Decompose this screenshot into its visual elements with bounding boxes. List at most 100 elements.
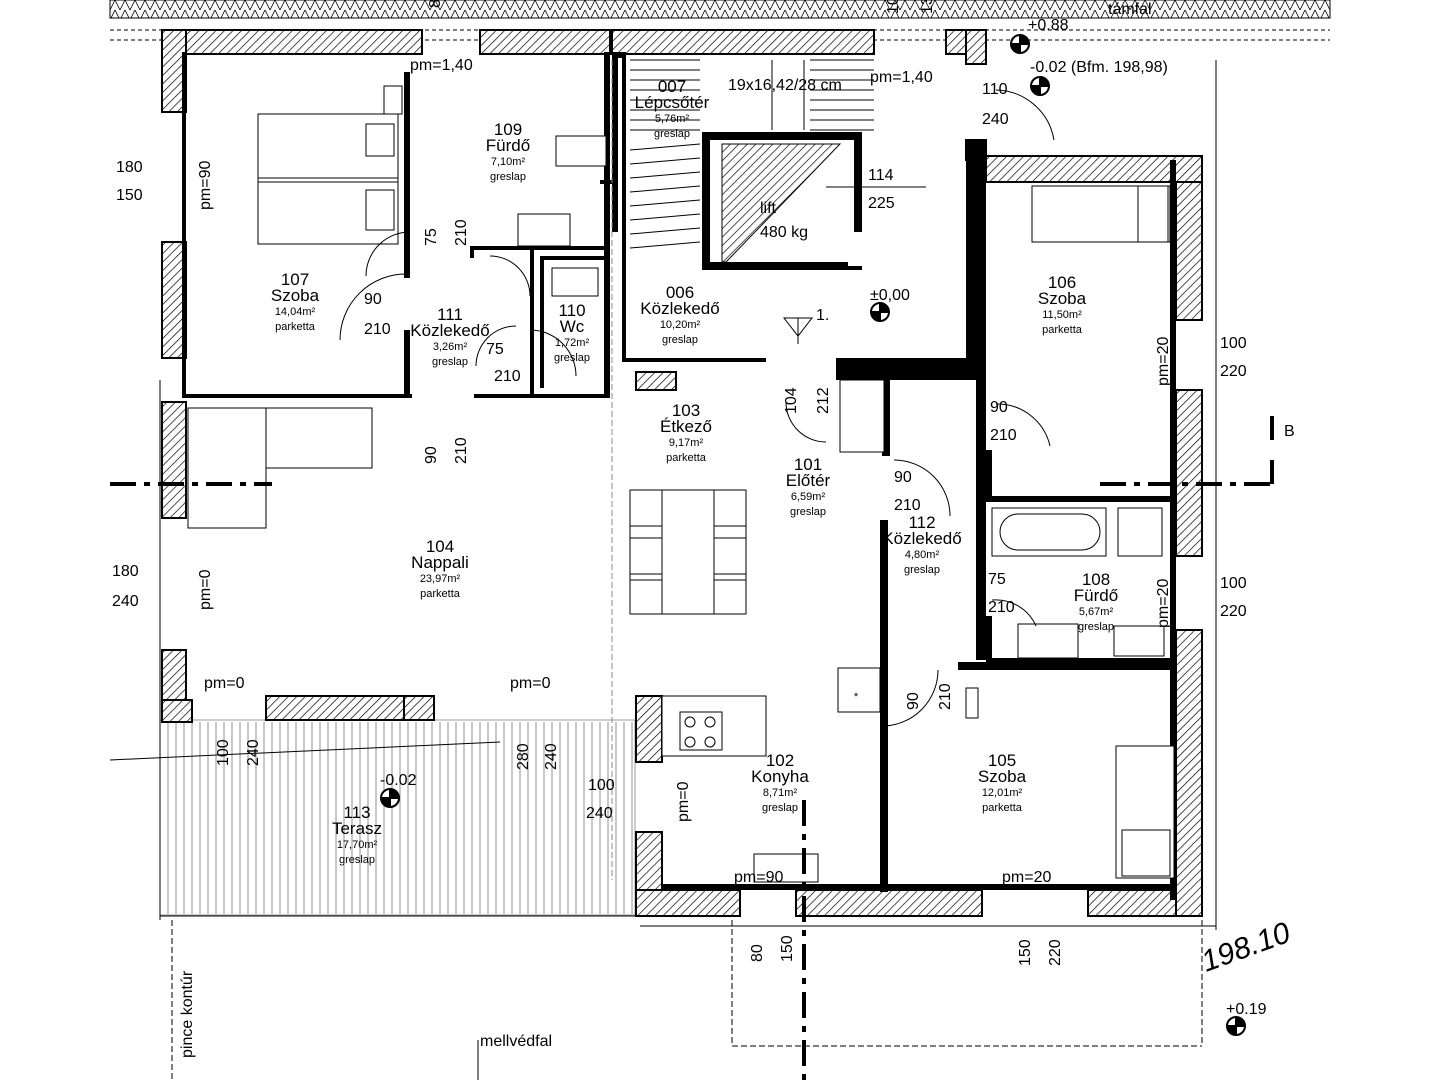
dimension-label: pm=90: [197, 161, 214, 210]
dimension-label: 150: [116, 187, 143, 204]
dimension-label: 240: [982, 111, 1009, 128]
room-name: Előtér: [786, 471, 831, 490]
dimension-label: 90: [423, 446, 440, 464]
dimension-label: 212: [815, 387, 832, 414]
dimension-label: 100: [1220, 575, 1247, 592]
dimension-label: pm=0: [510, 675, 551, 692]
dimension-label: pm=0: [197, 569, 214, 610]
room-labels: 107Szoba14,04m²parketta109Fürdő7,10m²gre…: [271, 77, 1118, 866]
dimension-label: 180: [112, 563, 139, 580]
room-number: 106: [1048, 273, 1076, 292]
level-088: +0.88: [1028, 17, 1069, 34]
room-floor: greslap: [490, 171, 526, 183]
room-name: Konyha: [751, 767, 809, 786]
room-name: Közlekedő: [640, 299, 719, 318]
section-b-label: B: [1284, 423, 1295, 440]
room-number: 108: [1082, 570, 1110, 589]
level-bfm: -0.02 (Bfm. 198,98): [1030, 59, 1168, 76]
tamfal-label: támfal: [1108, 1, 1152, 18]
room-area: 14,04m²: [275, 306, 316, 318]
dimension-label: 75: [988, 571, 1006, 588]
room-number: 107: [281, 270, 309, 289]
pince-label: pince kontúr: [179, 970, 196, 1058]
room-area: 12,01m²: [982, 787, 1023, 799]
room-name: Nappali: [411, 553, 469, 572]
dimension-label: 8: [427, 0, 444, 8]
dimension-label: 100: [1220, 335, 1247, 352]
dimension-label: 100: [215, 739, 232, 766]
dimension-label: 240: [586, 805, 613, 822]
room-area: 17,70m²: [337, 839, 378, 851]
room-number: 104: [426, 537, 454, 556]
room-name: Közlekedő: [410, 321, 489, 340]
level-markers: [380, 34, 1246, 1036]
dimension-label: 150: [1017, 939, 1034, 966]
room-floor: greslap: [790, 506, 826, 518]
stair-steps: [629, 59, 874, 249]
room-area: 5,67m²: [1079, 606, 1114, 618]
room-floor: greslap: [662, 334, 698, 346]
room-number: 110: [558, 301, 585, 320]
room-name: Terasz: [332, 819, 382, 838]
furniture: *: [187, 85, 1175, 883]
dimension-label: pm=20: [1002, 869, 1051, 886]
room-area: 3,26m²: [433, 341, 468, 353]
room-name: Fürdő: [486, 136, 530, 155]
dimension-label: pm=1,40: [410, 57, 473, 74]
dimension-label: pm=0: [204, 675, 245, 692]
dimension-label: 210: [453, 219, 470, 246]
room-area: 7,10m²: [491, 156, 526, 168]
room-number: 007: [658, 77, 686, 96]
dimension-label: 104: [783, 387, 800, 414]
dimension-label: 90: [894, 469, 912, 486]
dimension-label: 100: [588, 777, 615, 794]
dimension-label: pm=90: [734, 869, 783, 886]
room-number: 103: [672, 401, 700, 420]
room-number: 006: [666, 283, 694, 302]
room-number: 112: [908, 513, 935, 532]
lift-dim-1: 114: [868, 167, 894, 184]
dimension-label: 90: [364, 291, 382, 308]
room-floor: greslap: [432, 356, 468, 368]
dimension-label: 220: [1220, 603, 1247, 620]
room-floor: parketta: [982, 802, 1023, 814]
room-floor: parketta: [1042, 324, 1083, 336]
room-floor: greslap: [904, 564, 940, 576]
room-name: Wc: [560, 317, 585, 336]
room-area: 10,20m²: [660, 319, 701, 331]
dimension-label: 75: [486, 341, 504, 358]
dimension-label: 240: [112, 593, 139, 610]
dimension-labels: pm=1,40 pm=1,40 110 240 180 150 pm=90 75 210 90 21…: [112, 0, 1247, 966]
room-floor: greslap: [1078, 621, 1114, 633]
room-area: 6,59m²: [791, 491, 826, 503]
dimension-label: pm=20: [1155, 337, 1172, 386]
retaining-wall: [109, 0, 1331, 19]
dimension-label: 210: [988, 599, 1015, 616]
entry-mark: 1.: [816, 307, 829, 324]
room-floor: parketta: [275, 321, 316, 333]
elevation-label: 198.10: [1197, 916, 1295, 979]
room-name: Lépcsőtér: [635, 93, 710, 112]
dimension-label: pm=0: [675, 781, 692, 822]
room-area: 1,72m²: [555, 337, 590, 349]
room-area: 23,97m²: [420, 573, 461, 585]
section-lines: [109, 60, 1274, 1080]
walls: [161, 29, 1203, 917]
dimension-label: 13: [919, 0, 936, 14]
dimension-label: 80: [749, 944, 766, 962]
dimension-label: 240: [543, 743, 560, 770]
room-area: 5,76m²: [655, 113, 690, 125]
dimension-label: pm=1,40: [870, 69, 933, 86]
level-terrace: -0.02: [380, 772, 417, 789]
room-name: Szoba: [1038, 289, 1087, 308]
room-floor: greslap: [762, 802, 798, 814]
dimension-label: 210: [990, 427, 1017, 444]
room-area: 11,50m²: [1042, 309, 1082, 321]
room-name: Szoba: [271, 286, 320, 305]
room-area: 8,71m²: [763, 787, 798, 799]
dimension-label: 280: [515, 743, 532, 770]
dimension-label: 90: [905, 692, 922, 710]
stairs-label: 19x16,42/28 cm: [728, 77, 842, 94]
room-area: 9,17m²: [669, 437, 704, 449]
